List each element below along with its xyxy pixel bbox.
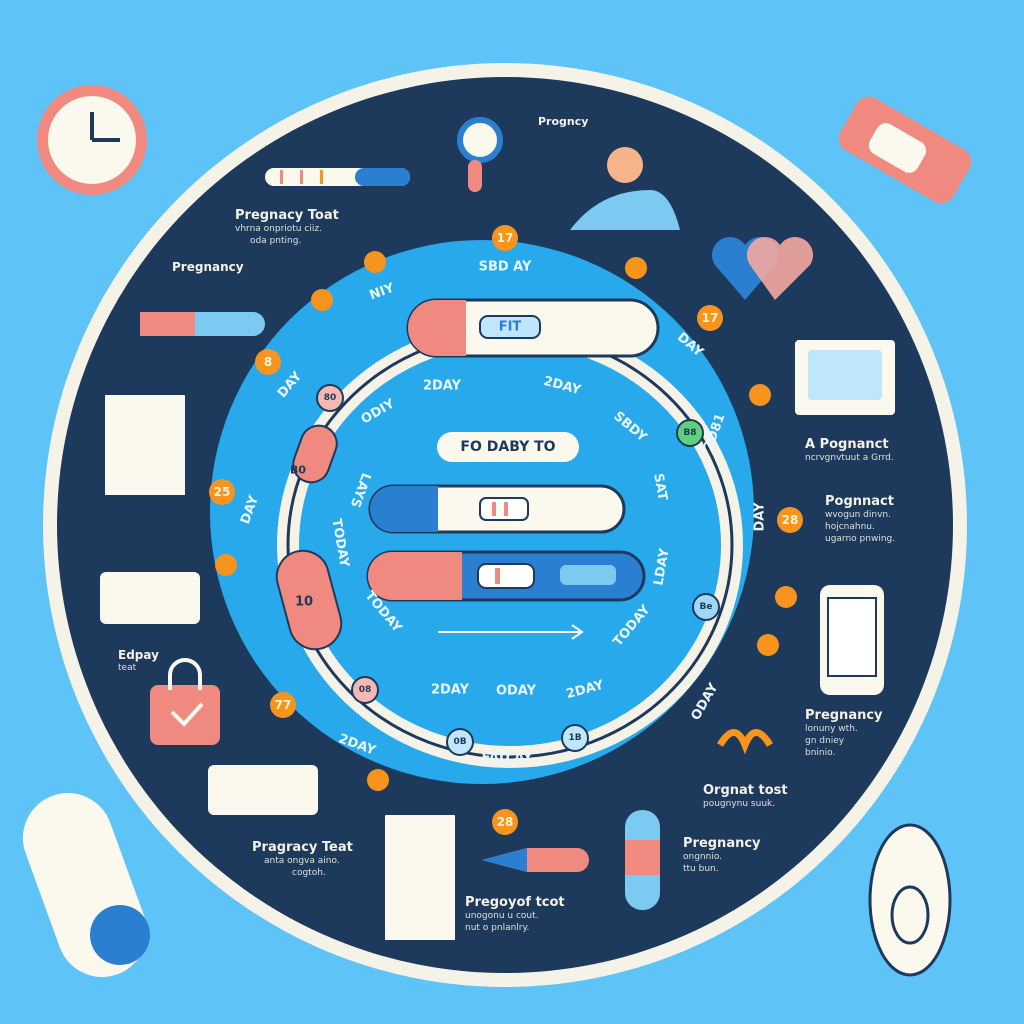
magnifier-icon — [457, 117, 503, 192]
day-label: ODAY — [495, 683, 537, 699]
woman-icon — [570, 147, 680, 230]
notepad-icon — [385, 815, 455, 940]
day-label: 2DAY — [430, 682, 470, 698]
marker-label: 0B — [453, 737, 467, 747]
day-label: FAD AY — [481, 750, 533, 766]
pregnancy-test-top — [406, 298, 660, 358]
day-badge: 17 — [492, 225, 518, 251]
marker-label: B8 — [683, 428, 697, 438]
marker-label: 08 — [358, 685, 372, 695]
pregnancy-test-middle — [368, 484, 626, 534]
marker-label: 1B — [568, 733, 582, 743]
day-badge: 17 — [697, 305, 723, 331]
ribbon-icon — [716, 729, 774, 755]
marker-label: Be — [699, 602, 713, 612]
clock-icon — [37, 85, 147, 195]
monitor-icon — [795, 340, 895, 415]
phone-icon — [820, 585, 884, 695]
capsule-icon — [625, 810, 660, 910]
hearts-icon — [711, 236, 814, 300]
caption-0: Progncy — [538, 115, 589, 128]
marker-label: 80 — [323, 393, 337, 403]
bag-icon — [150, 658, 220, 745]
pregnancy-test-bottom — [366, 550, 646, 602]
orange-dots — [215, 251, 797, 791]
marker-label: B0 — [289, 463, 307, 477]
day-badge: 77 — [270, 692, 296, 718]
day-label: SBD AY — [478, 259, 532, 275]
test-window-label: FIT — [498, 319, 522, 335]
handheld-test-icon — [22, 793, 150, 977]
document-icon — [105, 395, 185, 495]
track-markers — [275, 384, 720, 756]
strip-top-icon — [265, 168, 410, 186]
oval-test-icon — [868, 823, 952, 977]
pen-test-icon — [482, 848, 589, 872]
day-badge: 28 — [492, 809, 518, 835]
test-pill-label: 10 — [294, 594, 314, 610]
day-badge: 28 — [777, 507, 803, 533]
center-title-pill: FO DABY TO — [437, 432, 579, 462]
day-badge: 8 — [255, 349, 281, 375]
day-label: 2DAY — [422, 378, 462, 394]
day-label: DAY — [752, 502, 768, 532]
test-box-icon — [100, 572, 318, 815]
test-strip-icon — [838, 96, 972, 204]
day-badge: 25 — [209, 479, 235, 505]
strip-left-icon — [140, 312, 265, 336]
caption-2: Pregnancy — [172, 260, 244, 274]
